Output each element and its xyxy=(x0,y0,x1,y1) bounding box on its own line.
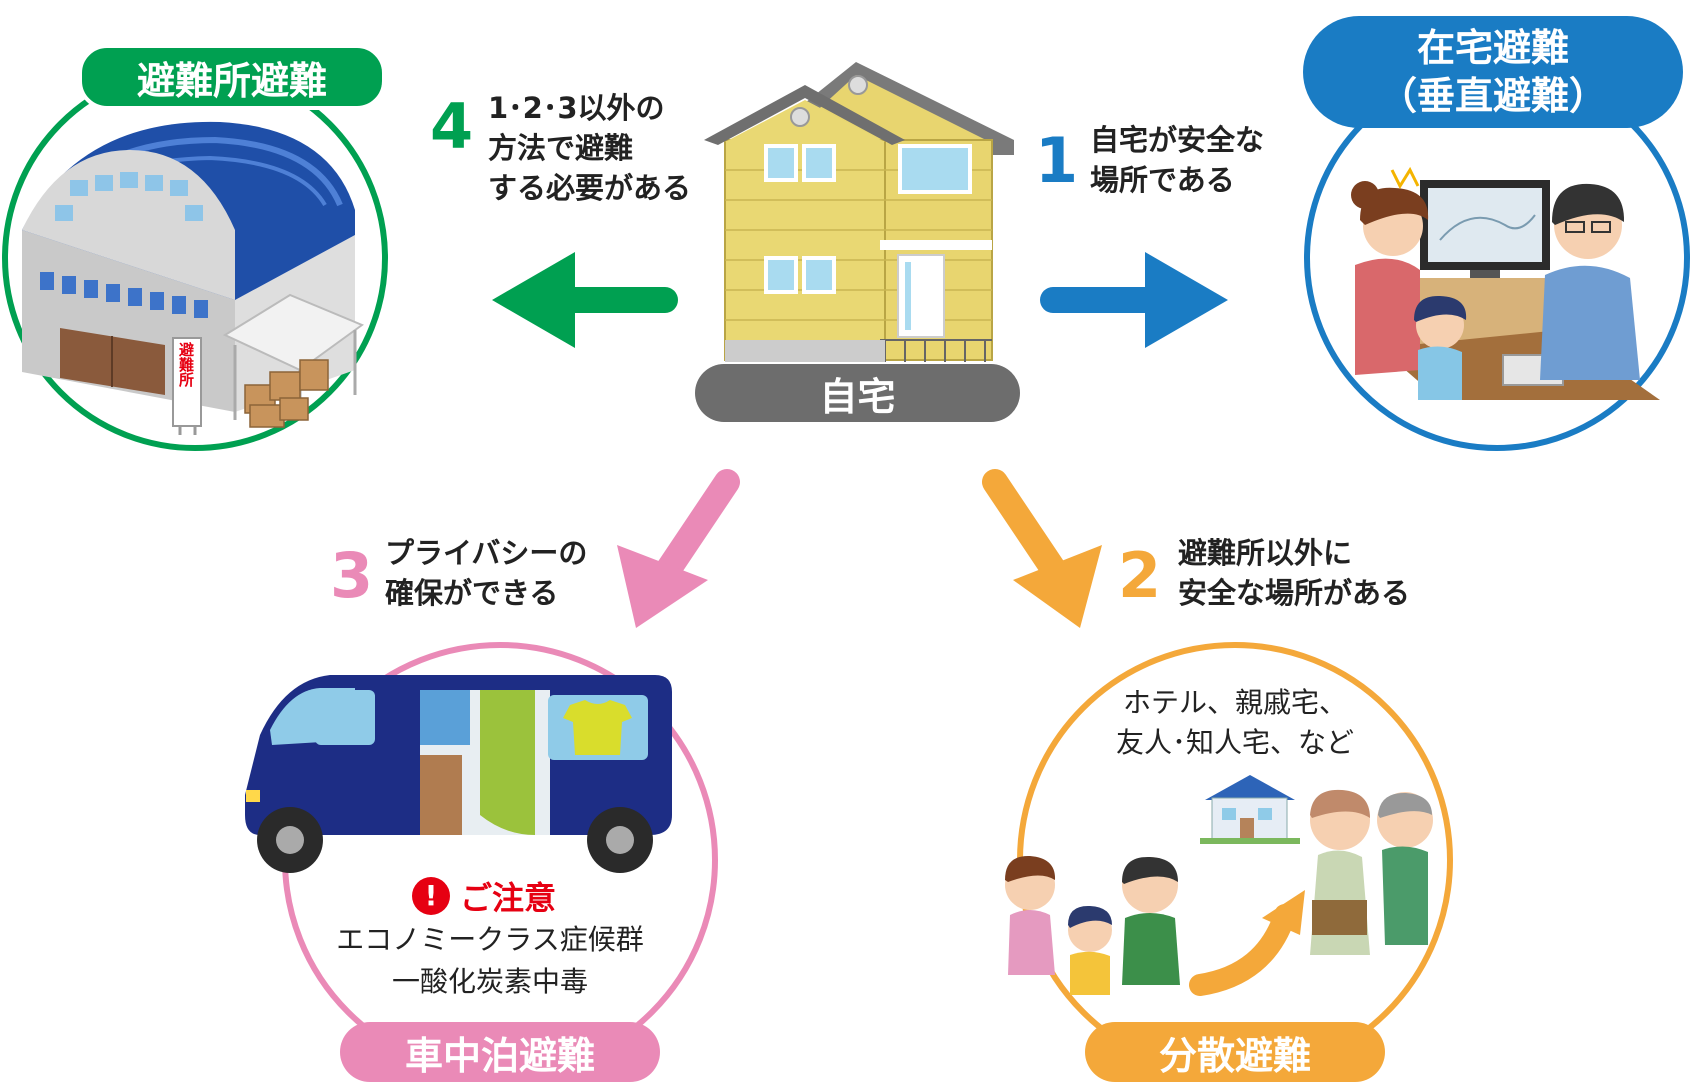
dispersed-illustration xyxy=(1005,775,1433,996)
step-1-number: 1 xyxy=(1035,124,1079,197)
step-3-number: 3 xyxy=(330,539,374,612)
dispersed-note-line1: ホテル、親戚宅、 xyxy=(1122,686,1347,719)
step-2-number: 2 xyxy=(1118,539,1162,612)
step-3-text: プライバシーの 確保ができる xyxy=(385,536,588,610)
home-safe-title-line2: （垂直避難） xyxy=(1378,74,1607,118)
arrow-to-shelter xyxy=(492,252,678,348)
step-1-text: 自宅が安全な 場所である xyxy=(1090,123,1265,197)
step-4-text: 1･2･3以外の 方法で避難 する必要がある xyxy=(488,91,692,205)
dispersed-note-line2: 友人･知人宅、など xyxy=(1115,726,1354,759)
shelter-sign: 避難所 xyxy=(175,342,199,387)
step-2-text: 避難所以外に 安全な場所がある xyxy=(1178,536,1411,610)
shelter-title: 避難所避難 xyxy=(136,58,327,103)
dispersed-title: 分散避難 xyxy=(1158,1033,1311,1078)
exclamation-icon: ! xyxy=(412,877,450,915)
home-illustration xyxy=(704,62,1014,362)
car-title-pill: 車中泊避難 xyxy=(340,1022,660,1082)
home-center-pill: 自宅 xyxy=(695,364,1020,422)
car-note-line1: エコノミークラス症候群 xyxy=(336,923,644,956)
arrow-to-dispersed xyxy=(982,469,1102,628)
arrow-to-home-safe xyxy=(1040,252,1228,348)
home-center-label: 自宅 xyxy=(819,374,896,419)
home-safe-title-line1: 在宅避難 xyxy=(1416,26,1569,70)
car-title: 車中泊避難 xyxy=(404,1033,595,1078)
dispersed-title-pill: 分散避難 xyxy=(1085,1022,1385,1082)
home-safe-title-pill: 在宅避難 （垂直避難） xyxy=(1303,16,1683,128)
caution-label: ご注意 xyxy=(460,879,557,917)
shelter-building-illustration xyxy=(22,121,365,435)
car-note-line2: 一酸化炭素中毒 xyxy=(391,965,588,998)
car-caution: ! ご注意 xyxy=(412,873,556,919)
shelter-sign-text: 避難所 xyxy=(177,342,195,387)
step-4-number: 4 xyxy=(430,90,474,163)
shelter-title-pill: 避難所避難 xyxy=(78,44,386,110)
arrow-to-car xyxy=(617,469,740,628)
car-illustration xyxy=(245,675,672,873)
family-at-home-illustration xyxy=(1351,166,1660,400)
